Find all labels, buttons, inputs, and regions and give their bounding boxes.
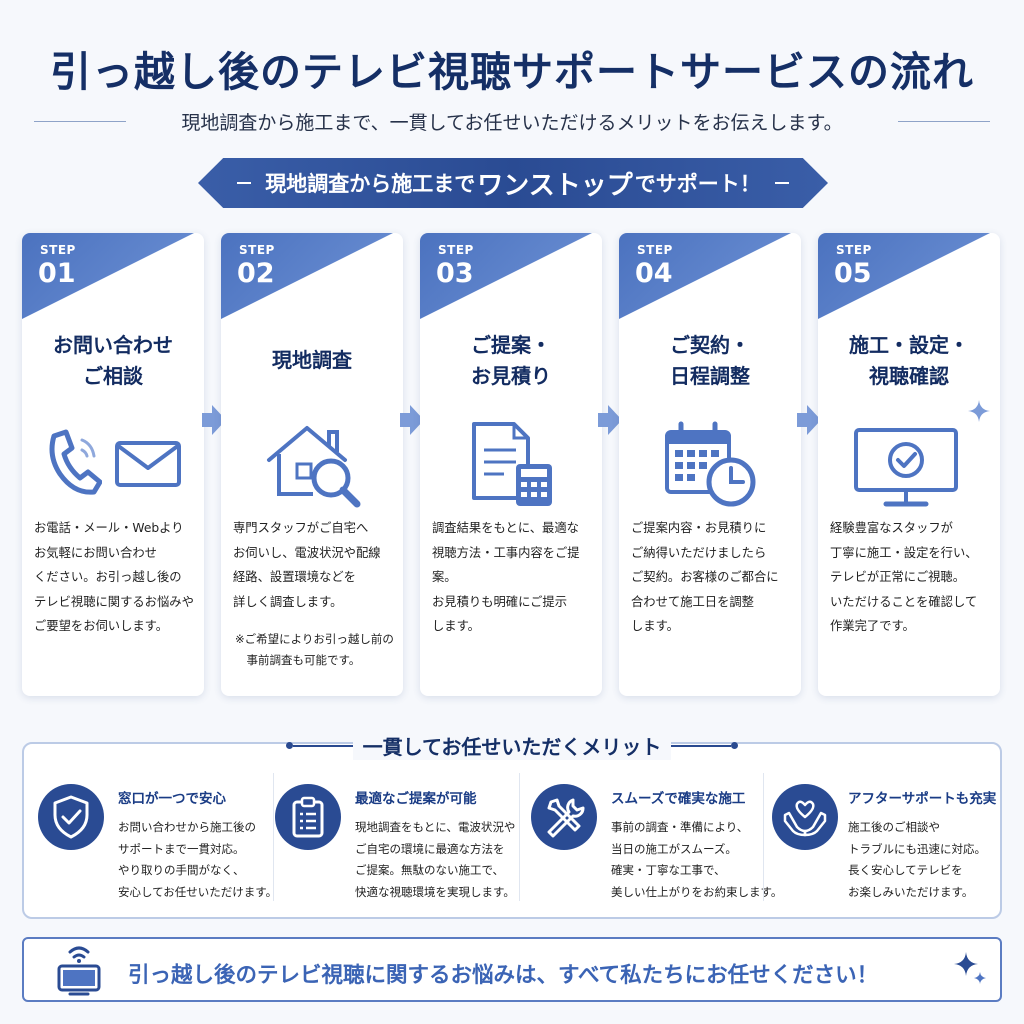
step-description: 専門スタッフがご自宅へ お伺いし、電波状況や配線 経路、設置環境などを 詳しく調…	[233, 521, 381, 609]
step-card-05: STEP 05 施工・設定・ 視聴確認 経験豊富なスタッフが 丁寧に施工・設定を…	[818, 233, 1000, 696]
page-subtitle: 現地調査から施工まで、一貫してお任せいただけるメリットをお伝えします。	[181, 112, 843, 134]
step-description: 調査結果をもとに、最適な 視聴方法・工事内容をご提案。 お見積りも明確にご提示 …	[432, 521, 580, 633]
sparkle-icon	[968, 400, 990, 422]
step-title: 施工・設定・ 視聴確認	[849, 333, 969, 388]
step-description: 経験豊富なスタッフが 丁寧に施工・設定を行い、 テレビが正常にご視聴。 いただけ…	[830, 521, 978, 633]
ribbon-text-1: 現地調査から施工まで	[265, 172, 476, 196]
phone-icon	[49, 429, 102, 495]
flow-arrow-icon	[797, 405, 821, 435]
merit-title: 窓口が一つで安心	[118, 791, 226, 807]
merit-title: アフターサポートも充実	[848, 791, 997, 807]
step-label: STEP	[637, 243, 673, 257]
tools-icon	[547, 798, 585, 838]
tv-wifi-icon	[57, 946, 101, 996]
step-card-04: STEP 04 ご契約・ 日程調整 ご提案内容・お見積りに ご納得いただけました…	[619, 233, 801, 696]
flow-arrow-icon	[598, 405, 622, 435]
flow-arrow-icon	[400, 405, 424, 435]
step-icon-area	[420, 418, 602, 513]
merit-description: 現地調査をもとに、電波状況や ご自宅の環境に最適な方法を ご提案。無駄のない施工…	[355, 820, 516, 899]
heading-dot-right	[731, 742, 739, 749]
merit-separator	[273, 773, 274, 901]
step-label: STEP	[438, 243, 474, 257]
house-search-icon	[267, 426, 361, 508]
step-label: STEP	[239, 243, 275, 257]
step-card-01: STEP 01 お問い合わせ ご相談 お電話・メール・Webより お気軽にお問い…	[22, 233, 204, 696]
merit-icon-circle	[772, 784, 838, 850]
merit-icon-circle	[531, 784, 597, 850]
sparkle-icon	[954, 952, 986, 984]
ribbon-dash-right	[774, 182, 789, 184]
step-icon-area	[619, 418, 801, 513]
monitor-check-icon	[854, 428, 958, 507]
subtitle-line-right	[898, 121, 990, 122]
merits-heading: 一貫してお任せいただくメリット	[0, 731, 1024, 760]
ribbon-text-emphasis: ワンストップ	[477, 170, 633, 201]
heart-hands-icon	[783, 800, 827, 837]
ribbon-dash-left	[237, 182, 252, 184]
banner-text: 引っ越し後のテレビ視聴に関するお悩みは、すべて私たちにお任せください！	[128, 963, 879, 988]
heading-dot-left	[285, 742, 293, 749]
merit-icon-circle	[38, 784, 104, 850]
step-icon-area	[22, 418, 204, 513]
merit-description: 事前の調査・準備により、 当日の施工がスムーズ。 確実・丁寧な工事で、 美しい仕…	[611, 820, 783, 899]
merit-description: 施工後のご相談や トラブルにも迅速に対応。 長く安心してテレビを お楽しみいただ…	[848, 820, 986, 899]
step-label: STEP	[836, 243, 872, 257]
onestop-ribbon: 現地調査から施工まで ワンストップ でサポート！	[198, 158, 828, 208]
merit-separator	[519, 773, 520, 901]
clipboard-icon	[292, 796, 324, 838]
flow-arrow-icon	[202, 405, 226, 435]
heading-line-left	[292, 744, 353, 747]
step-icon-area	[221, 418, 403, 513]
mail-icon	[115, 441, 181, 487]
calendar-clock-icon	[665, 421, 756, 507]
document-calculator-icon	[472, 422, 552, 506]
merit-title: 最適なご提案が可能	[355, 791, 477, 807]
merit-title: スムーズで確実な施工	[611, 791, 746, 807]
merits-heading-text: 一貫してお任せいただくメリット	[352, 731, 672, 760]
step-title: ご契約・ 日程調整	[670, 333, 750, 388]
merits-panel	[22, 742, 1002, 919]
step-number: 03	[436, 258, 474, 289]
merit-description: お問い合わせから施工後の サポートまで一貫対応。 やり取りの手間がなく、 安心し…	[118, 820, 278, 899]
step-number: 02	[237, 258, 275, 289]
subtitle-line-left	[34, 121, 126, 122]
heading-line-right	[671, 744, 732, 747]
shield-check-icon	[53, 795, 89, 839]
ribbon-text-3: でサポート！	[634, 172, 761, 196]
merit-separator	[763, 773, 764, 901]
step-description: ご提案内容・お見積りに ご納得いただけましたら ご契約。お客様のご都合に 合わせ…	[631, 521, 779, 633]
step-description: お電話・メール・Webより お気軽にお問い合わせ ください。お引っ越し後の テレ…	[34, 521, 194, 633]
step-title: 現地調査	[272, 348, 352, 372]
step-number: 04	[635, 258, 673, 289]
page-title: 引っ越し後のテレビ視聴サポートサービスの流れ	[50, 48, 974, 96]
step-note: ※ご希望によりお引っ越し前の 事前調査も可能です。	[235, 632, 394, 667]
step-number: 05	[834, 258, 872, 289]
step-icon-area	[818, 400, 1000, 513]
step-title: ご提案・ お見積り	[471, 333, 551, 388]
bottom-banner	[22, 937, 1002, 1002]
step-card-03: STEP 03 ご提案・ お見積り 調査結果をもとに、最適な 視聴方法・工事内容…	[420, 233, 602, 696]
step-number: 01	[38, 258, 76, 289]
step-label: STEP	[40, 243, 76, 257]
step-title: お問い合わせ ご相談	[53, 333, 173, 388]
merit-icon-circle	[275, 784, 341, 850]
step-card-02: STEP 02 現地調査 専門スタッフがご自宅へ お伺いし、電波状況や配線 経路…	[221, 233, 403, 696]
